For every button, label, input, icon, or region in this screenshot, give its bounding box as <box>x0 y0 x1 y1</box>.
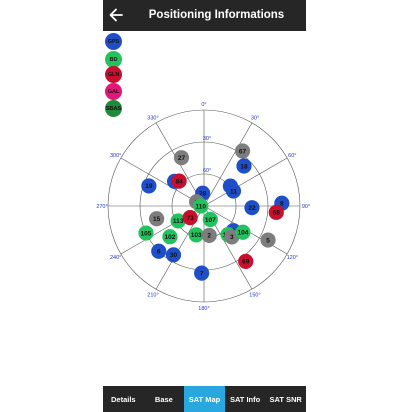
satellite-marker <box>170 213 186 229</box>
satellite-marker <box>236 158 252 174</box>
azimuth-label: 90° <box>302 204 310 210</box>
satellite-prn-label: 15 <box>153 216 161 223</box>
legend-label-gal: GAL <box>107 88 120 95</box>
satellite-marker <box>138 225 154 241</box>
satellite-prn-label: 11 <box>230 188 237 195</box>
satellite-prn-label: 22 <box>248 205 256 212</box>
tab-base[interactable]: Base <box>144 386 185 412</box>
satellite-prn-label: 5 <box>266 237 270 244</box>
azimuth-label: 330° <box>147 116 158 122</box>
satellite-marker <box>202 211 218 228</box>
satellite-prn-label: 30 <box>170 252 178 259</box>
satellite-prn-label: 105 <box>141 230 152 237</box>
legend-gps: GPS <box>105 33 122 50</box>
legend-gal: GAL <box>105 83 122 100</box>
tab-label-details: Details <box>110 394 136 404</box>
satellite-marker <box>188 227 204 243</box>
satellite-prn-label: 18 <box>240 163 248 170</box>
satellite-prn-label: 7 <box>200 270 204 277</box>
arrow-left-icon[interactable] <box>106 5 126 25</box>
satellite-marker <box>165 247 182 263</box>
legend-label-bd: BD <box>109 56 118 63</box>
bottom-tab-bar: Details Base SAT Map SAT Info SAT SNR <box>103 386 306 412</box>
satellite-marker <box>225 183 242 199</box>
satellite-marker <box>173 150 190 166</box>
azimuth-label: 30° <box>251 116 259 122</box>
satellite-marker <box>182 210 198 226</box>
tab-label-base: Base <box>154 394 173 404</box>
azimuth-label: 0° <box>201 102 206 108</box>
tab-label-sat-info: SAT Info <box>229 394 261 404</box>
satellite-marker <box>151 243 167 259</box>
satellite-marker <box>141 178 157 194</box>
satellite-prn-label: 84 <box>175 178 183 185</box>
satellite-marker <box>149 211 165 227</box>
satellite-marker <box>244 200 260 216</box>
satellite-prn-label: 107 <box>205 217 216 224</box>
satellite-marker <box>260 232 276 248</box>
satellite-marker <box>235 224 251 240</box>
satellite-prn-label: 67 <box>239 148 247 155</box>
satellite-marker <box>193 198 209 214</box>
legend-label-gps: GPS <box>107 38 120 45</box>
azimuth-label: 240° <box>110 255 121 261</box>
satellite-sky-map: 0° 30° 60° 90° 120° 150° 180° 210° 240° 270° 300° 3… <box>96 102 310 312</box>
legend-label-sbas: SBAS <box>105 105 122 112</box>
legend-bd: BD <box>105 51 122 68</box>
satellite-prn-label: 19 <box>145 183 153 190</box>
azimuth-label: 180° <box>198 306 209 312</box>
satellite-marker <box>194 265 210 281</box>
satellite-prn-label: 113 <box>173 218 184 225</box>
azimuth-label: 60° <box>288 153 296 159</box>
satellite-prn-label: 104 <box>237 230 248 237</box>
satellite-marker <box>268 204 284 220</box>
satellite-prn-label: 102 <box>164 234 175 241</box>
satellite-prn-label: 68 <box>273 210 281 217</box>
tab-sat-map[interactable]: SAT Map <box>184 386 225 412</box>
azimuth-spoke-30 <box>203 122 253 207</box>
page-title: Positioning Informations <box>148 9 285 21</box>
tab-label-sat-map: SAT Map <box>188 394 221 404</box>
satellite-prn-label: 73 <box>186 215 194 222</box>
satellite-prn-label: 8 <box>280 201 284 208</box>
azimuth-label: 150° <box>249 292 260 298</box>
satellite-prn-label: 27 <box>178 155 186 162</box>
satellite-marker <box>201 227 217 244</box>
satellite-marker <box>171 173 187 189</box>
azimuth-label: 210° <box>147 292 158 298</box>
satellite-prn-label: 2 <box>207 233 211 240</box>
tab-details[interactable]: Details <box>103 386 144 412</box>
satellite-marker <box>238 253 254 269</box>
legend-gln: GLN <box>105 66 122 83</box>
satellite-prn-label: 110 <box>196 203 207 210</box>
azimuth-label: 300° <box>110 153 121 159</box>
tab-label-sat-snr: SAT SNR <box>269 394 302 404</box>
elevation-label: 30° <box>203 136 211 142</box>
legend-sbas: SBAS <box>105 100 122 117</box>
satellite-marker <box>234 143 251 159</box>
tab-sat-info[interactable]: SAT Info <box>225 386 266 412</box>
app-header: Positioning Informations <box>103 0 306 31</box>
satellite-marker <box>162 229 178 245</box>
azimuth-label: 120° <box>287 255 298 261</box>
satellite-prn-label: 69 <box>242 259 250 266</box>
legend-label-gln: GLN <box>107 71 120 78</box>
app-screen: Positioning Informations GPS BD GLN GAL … <box>96 0 310 412</box>
satellite-prn-label: 103 <box>191 232 202 239</box>
satellite-prn-label: 6 <box>157 249 161 256</box>
satellite-prn-label: 3 <box>230 234 234 241</box>
azimuth-label: 270° <box>96 204 107 210</box>
azimuth-spoke-60 <box>203 157 288 207</box>
tab-sat-snr[interactable]: SAT SNR <box>265 386 306 412</box>
satellite-prn-label: 28 <box>199 191 207 198</box>
elevation-label: 60° <box>203 168 211 174</box>
